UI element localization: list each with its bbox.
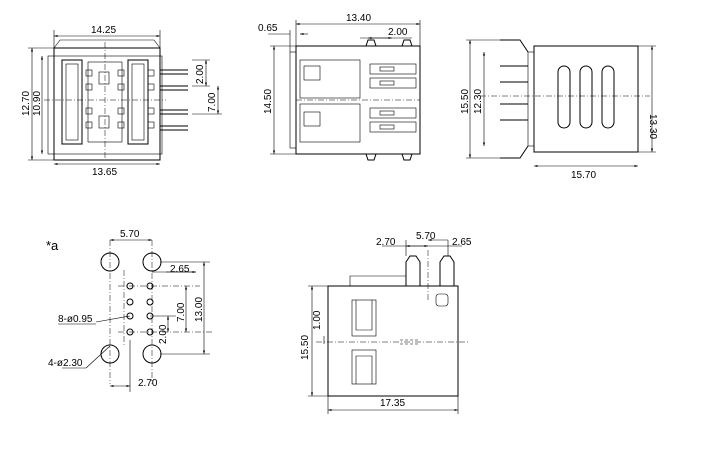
front-bottom-width: 13.65 bbox=[92, 167, 117, 178]
rear-view: 15.50 12.30 13.30 15.70 bbox=[460, 39, 658, 181]
side-view: 0.65 13.40 2.00 14.50 bbox=[258, 13, 421, 161]
bottom-tab: 1.00 bbox=[312, 310, 323, 330]
front-outer-height: 12.70 bbox=[21, 91, 32, 116]
side-pin-pitch: 2.00 bbox=[388, 27, 408, 38]
rear-inner-height: 12.30 bbox=[473, 89, 484, 114]
fp-offset: 2.65 bbox=[170, 264, 190, 275]
front-inner-height: 10.90 bbox=[32, 91, 43, 116]
front-row-pitch: 7.00 bbox=[207, 92, 218, 112]
fp-large-holes: 4-ø2.30 bbox=[48, 358, 83, 369]
fp-pin-pitch: 2.00 bbox=[158, 324, 169, 344]
pcb-footprint: *a 5.70 2.65 7.00 bbox=[46, 229, 214, 392]
front-top-width: 14.25 bbox=[91, 25, 116, 36]
side-offset: 0.65 bbox=[258, 23, 278, 34]
note-mark: *a bbox=[46, 238, 59, 253]
bottom-view: 2.70 5.70 2.65 15.50 1.00 17.35 bbox=[300, 231, 472, 414]
fp-row-pitch: 7.00 bbox=[176, 302, 187, 322]
bottom-height: 15.50 bbox=[300, 335, 311, 360]
rear-right-height: 13.30 bbox=[647, 114, 658, 139]
side-height: 14.50 bbox=[263, 89, 274, 114]
fp-small-holes: 8-ø0.95 bbox=[58, 314, 93, 325]
fp-bottom-spacing: 2.70 bbox=[138, 378, 158, 389]
fp-mount-spacing: 5.70 bbox=[120, 229, 140, 240]
bottom-left-offset: 2.70 bbox=[376, 237, 396, 248]
front-view: 14.25 13.65 12.70 10.90 2.00 7.00 bbox=[21, 25, 222, 178]
rear-width: 15.70 bbox=[571, 170, 596, 181]
fp-total-height: 13.00 bbox=[194, 297, 205, 322]
bottom-spacing: 5.70 bbox=[416, 231, 436, 242]
front-pin-pitch: 2.00 bbox=[195, 64, 206, 84]
bottom-length: 17.35 bbox=[380, 398, 405, 409]
bottom-right-offset: 2.65 bbox=[452, 237, 472, 248]
rear-outer-height: 15.50 bbox=[460, 89, 471, 114]
side-length: 13.40 bbox=[346, 13, 371, 24]
